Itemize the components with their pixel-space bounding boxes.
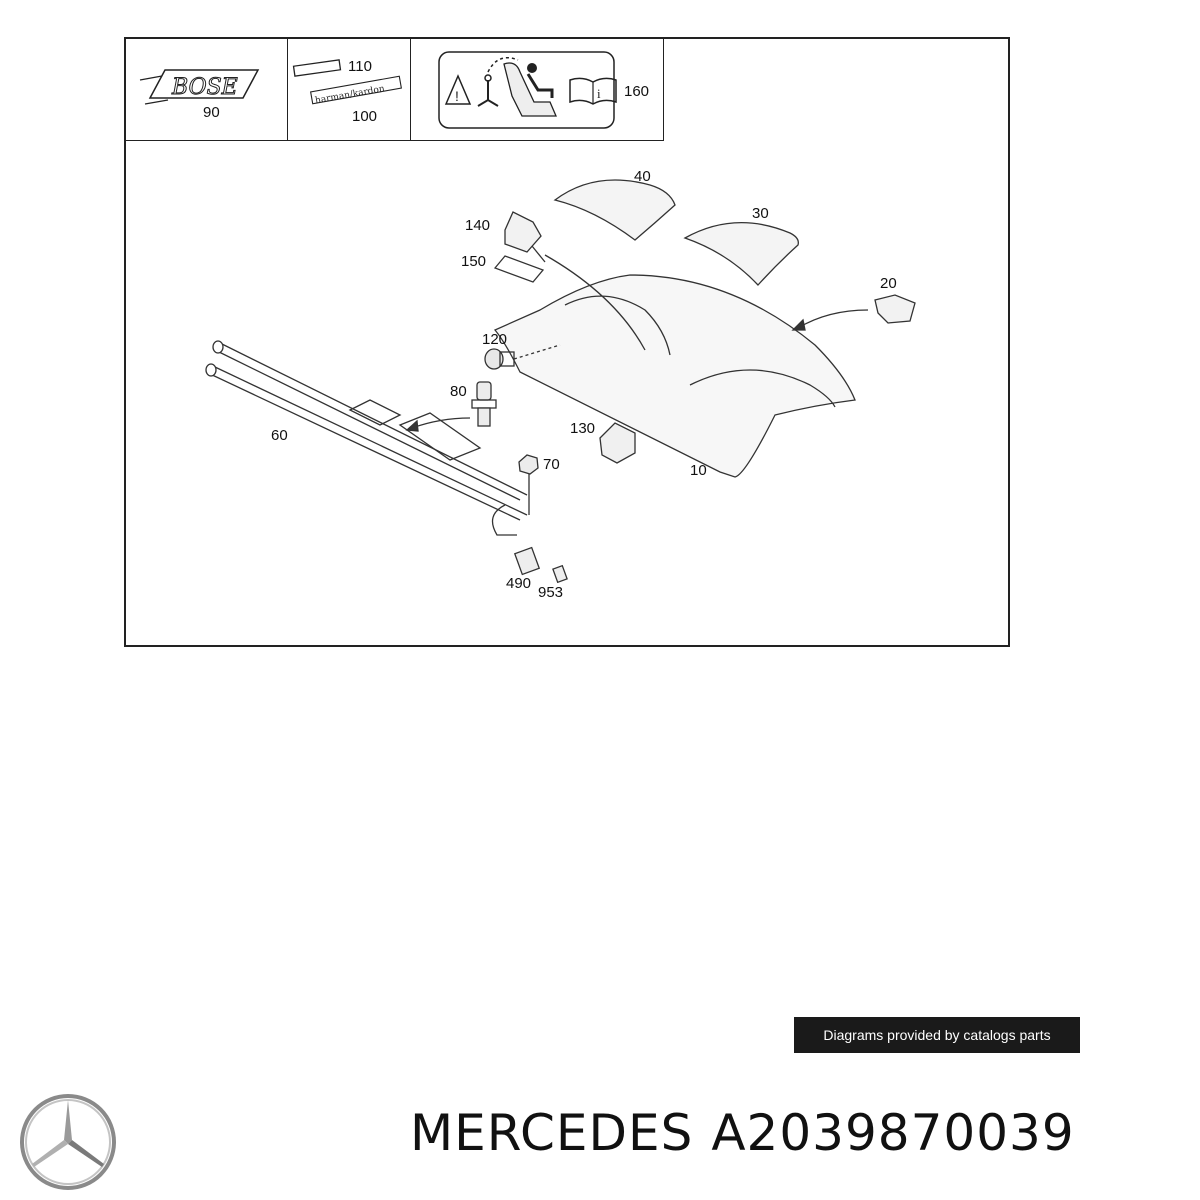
header-divider-1 — [287, 37, 288, 141]
callout-100: 100 — [352, 108, 377, 125]
bose-badge-text: BOSE — [171, 75, 238, 100]
callout-label: 70 — [543, 456, 560, 473]
connector-140 — [531, 245, 546, 263]
header-divider-2 — [410, 37, 411, 141]
warning-label — [438, 51, 615, 129]
callout-label: 140 — [465, 217, 490, 234]
header-divider-3 — [663, 37, 664, 141]
callout-label: 80 — [450, 383, 467, 400]
callout-160: 160 — [624, 83, 649, 100]
callout-90: 90 — [203, 104, 220, 121]
part-20 — [874, 294, 916, 324]
arrow-20 — [797, 309, 869, 329]
callout-label: 120 — [482, 331, 507, 348]
speaker-cover-40 — [553, 179, 676, 241]
credit-banner: Diagrams provided by catalogs parts — [794, 1017, 1080, 1053]
callout-label: 490 — [506, 575, 531, 592]
rear-shelf-panel — [493, 274, 856, 478]
speaker-cover-30 — [683, 221, 799, 286]
manual-book-icon: i — [569, 77, 617, 105]
arrow-80 — [411, 417, 471, 429]
diagram-frame — [124, 37, 1010, 647]
svg-text:!: ! — [455, 88, 459, 104]
callout-label: 10 — [690, 462, 707, 479]
part-80 — [471, 381, 497, 427]
arrow-140 — [544, 254, 646, 351]
shelf-speaker-opening-right — [689, 369, 836, 408]
part-number: A2039870039 — [711, 1104, 1075, 1162]
brand-name: MERCEDES — [410, 1104, 694, 1162]
callout-label: 20 — [880, 275, 897, 292]
part-120 — [484, 344, 561, 370]
svg-text:i: i — [597, 86, 601, 101]
header-row-bottom-border — [124, 140, 664, 141]
shelf-speaker-opening-left — [564, 295, 671, 356]
callout-label: 30 — [752, 205, 769, 222]
callout-label: 40 — [634, 168, 651, 185]
warning-triangle-icon: ! — [444, 74, 472, 105]
part-130 — [599, 422, 636, 464]
part-70 — [518, 454, 539, 515]
callout-label: 60 — [271, 427, 288, 444]
mercedes-star-logo — [20, 1094, 116, 1190]
callout-label: 953 — [538, 584, 563, 601]
part-140 — [504, 211, 542, 253]
brand-part-line: MERCEDES A2039870039 — [410, 1104, 1075, 1162]
callout-110: 110 — [348, 58, 372, 75]
callout-label: 150 — [461, 253, 486, 270]
hk-badge-text: harman/kardon — [314, 84, 385, 106]
bose-badge: BOSE — [139, 69, 260, 105]
callout-label: 130 — [570, 420, 595, 437]
part-60 — [205, 340, 568, 584]
part-150 — [493, 255, 545, 283]
seat-anchor-icon — [477, 57, 557, 117]
